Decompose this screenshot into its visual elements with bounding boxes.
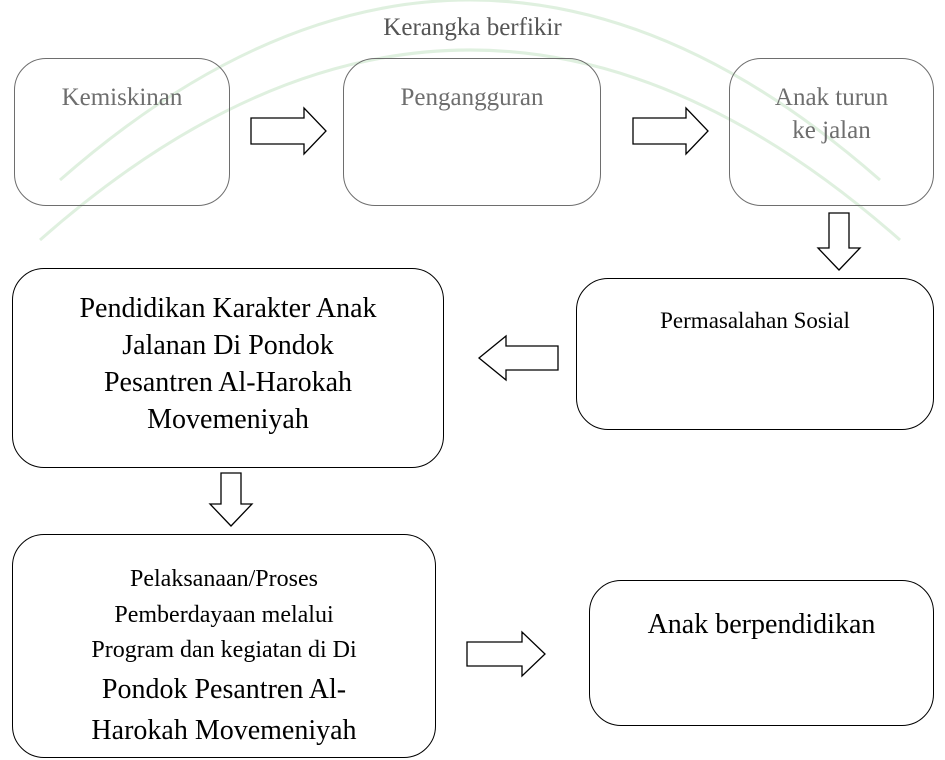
arrow-down-icon xyxy=(208,472,254,527)
arrow-right-icon xyxy=(466,630,546,678)
arrow-right-icon xyxy=(250,106,327,156)
node-anak-berpendidikan xyxy=(589,580,934,726)
node-pelaksanaan-line: Pemberdayaan melalui xyxy=(114,601,334,628)
node-kemiskinan xyxy=(14,58,230,206)
node-pendidikan-line: Pesantren Al-Harokah xyxy=(103,366,353,398)
node-pendidikan-karakter xyxy=(12,268,444,468)
node-pengangguran xyxy=(343,58,601,206)
node-pendidikan-line: Movemeniyah xyxy=(147,403,309,435)
node-kemiskinan-label: Kemiskinan xyxy=(61,84,183,111)
node-permasalahan-sosial xyxy=(576,278,934,430)
node-pelaksanaan-line: Program dan kegiatan di Di xyxy=(91,637,357,664)
node-anak-turun-line: Anak turun xyxy=(774,84,889,111)
node-anak-turun-line: ke jalan xyxy=(792,116,871,144)
node-anak-berpendidikan-label: Anak berpendidikan xyxy=(647,609,876,640)
node-pelaksanaan-line: Harokah Movemeniyah xyxy=(91,714,357,746)
node-pelaksanaan-line: Pelaksanaan/Proses xyxy=(130,566,318,592)
arrow-left-icon xyxy=(477,334,559,382)
node-pendidikan-karakter-label: Pendidikan Karakter Anak Jalanan Di Pond… xyxy=(12,291,444,439)
node-pendidikan-line: Pendidikan Karakter Anak xyxy=(79,293,377,324)
node-anak-turun xyxy=(729,58,934,206)
node-pelaksanaan xyxy=(12,534,436,758)
node-pengangguran-label: Pengangguran xyxy=(400,84,544,111)
arrow-down-icon xyxy=(816,212,862,271)
node-pendidikan-line: Jalanan Di Pondok xyxy=(122,329,334,361)
arrow-right-icon xyxy=(632,106,709,156)
node-permasalahan-sosial-label: Permasalahan Sosial xyxy=(660,308,850,333)
node-pelaksanaan-label: Pelaksanaan/Proses Pemberdayaan melalui … xyxy=(12,562,436,751)
node-pelaksanaan-line: Pondok Pesantren Al- xyxy=(101,673,347,705)
diagram-title: Kerangka berfikir xyxy=(383,14,562,41)
node-anak-turun-label: Anak turun ke jalan xyxy=(729,82,934,147)
